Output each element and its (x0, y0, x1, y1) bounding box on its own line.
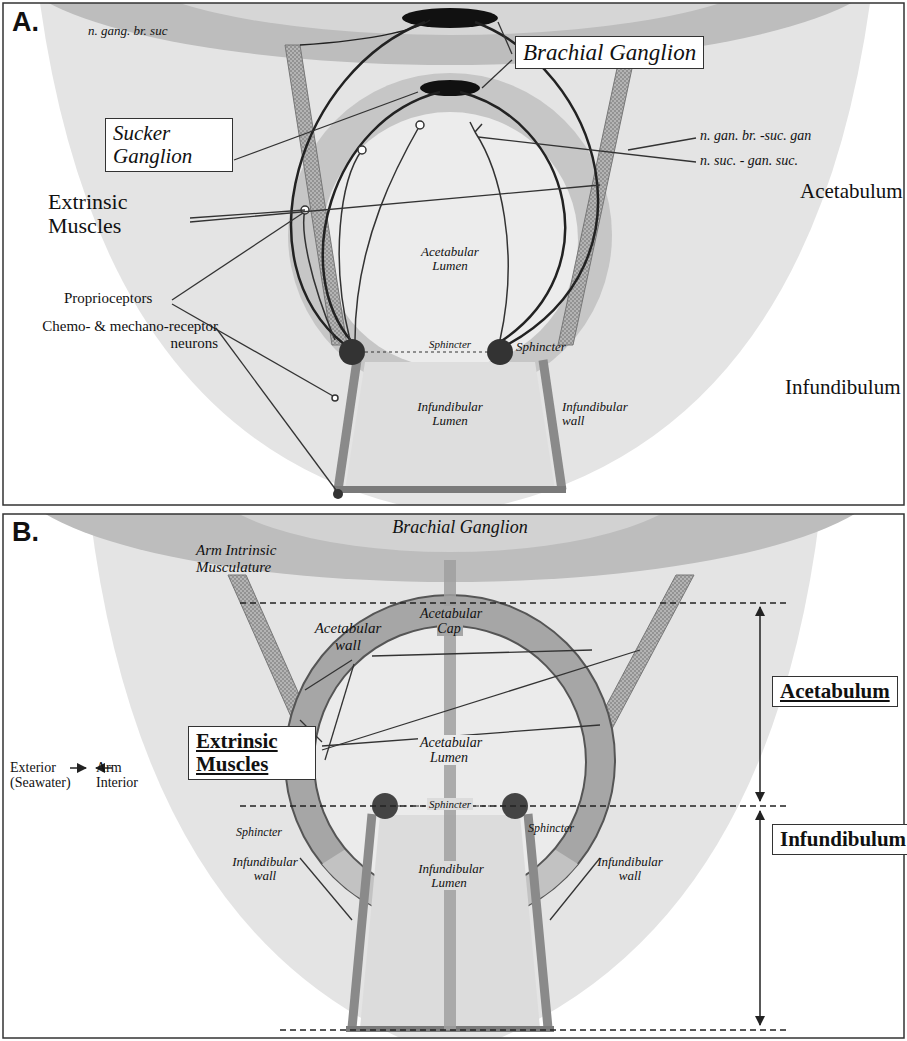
lumen-label: Acetabular Lumen (410, 245, 490, 274)
nerve-label: n. gan. br. -suc. gan (700, 128, 900, 143)
node-text: Acetabulum (780, 680, 890, 703)
nerve-label: n. gang. br. suc (88, 24, 228, 38)
wall-label: Acetabular wall (308, 620, 388, 653)
side-label: Arm Interior (96, 760, 156, 791)
region-label: Acetabulum (800, 180, 904, 203)
lumen-label: Acetabular Lumen (410, 735, 490, 766)
receptor-label: Proprioceptors (64, 290, 174, 307)
wall-label: Infundibular wall (585, 855, 675, 884)
region-label: Infundibulum (785, 376, 903, 399)
region-label-box: Infundibulum (772, 824, 907, 855)
lumen-label: Infundibular Lumen (410, 400, 490, 429)
panel-letter: B. (12, 518, 52, 548)
muscle-label: Extrinsic Muscles (48, 190, 188, 238)
panel-b-art (10, 514, 890, 1038)
node-text: Extrinsic Muscles (196, 730, 308, 776)
ganglion-box: Sucker Ganglion (105, 118, 233, 172)
node-text: Infundibulum (780, 828, 906, 851)
sphincter-label: Sphincter (528, 822, 598, 835)
sphincter-label: Sphincter (236, 826, 306, 839)
wall-label: Infundibular wall (220, 855, 310, 884)
panel-letter: A. (12, 8, 52, 38)
sphincter-label: Sphincter (417, 798, 483, 810)
wall-label: Infundibular wall (562, 400, 642, 429)
cap-label: Acetabular Cap (410, 606, 490, 637)
sphincter-label: Sphincter (414, 338, 486, 350)
region-label-box: Acetabulum (772, 676, 898, 707)
node-text: Brachial Ganglion (523, 40, 696, 65)
sphincter-label: Sphincter (516, 340, 596, 354)
panel-a-art (10, 3, 890, 505)
muscle-label-box: Extrinsic Muscles (188, 726, 316, 780)
ganglion-box: Brachial Ganglion (515, 36, 704, 69)
nerve-label: n. suc. - gan. suc. (700, 153, 900, 168)
muscle-label: Arm Intrinsic Musculature (196, 542, 346, 575)
ganglion-label: Brachial Ganglion (385, 518, 535, 538)
node-text: Sucker Ganglion (113, 122, 225, 168)
lumen-label: Infundibular Lumen (405, 862, 495, 891)
side-label: Exterior (Seawater) (10, 760, 80, 791)
receptor-label: Chemo- & mechano-receptor neurons (14, 318, 218, 351)
